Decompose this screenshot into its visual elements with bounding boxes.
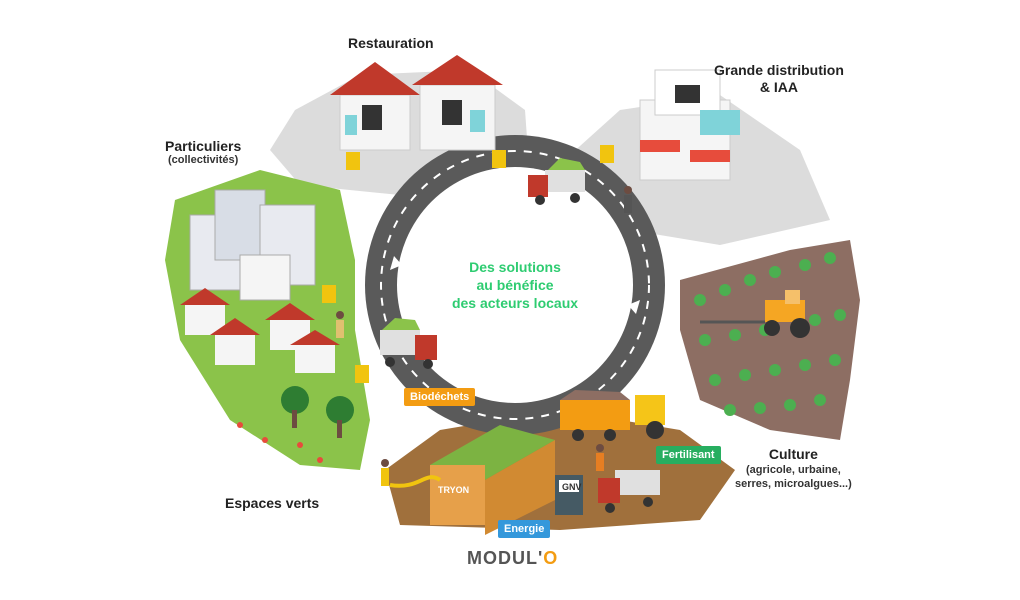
tractor-trailer-icon	[560, 390, 665, 441]
apartment-buildings-icon	[189, 189, 316, 301]
tag-energie: Energie	[498, 520, 551, 538]
person-icon	[381, 459, 389, 467]
supermarket-building-icon	[639, 69, 740, 181]
gnv-sign: GNV	[562, 482, 582, 492]
arrow-left-icon	[390, 256, 402, 270]
person-icon	[336, 311, 344, 319]
tryon-sign: TRYON	[438, 485, 469, 495]
label-culture-sub2: serres, microalgues...)	[735, 478, 852, 490]
center-line-3: des acteurs locaux	[451, 295, 579, 311]
center-line-2: au bénéfice	[476, 277, 554, 293]
garden-trees-icon	[237, 386, 354, 463]
label-particuliers: Particuliers (collectivités)	[165, 138, 241, 166]
label-particuliers-title: Particuliers	[165, 138, 242, 154]
truck-top-icon	[528, 158, 585, 205]
tryon-container-icon	[430, 425, 555, 535]
label-restauration: Restauration	[348, 35, 434, 51]
center-message: Des solutions au bénéfice des acteurs lo…	[440, 258, 590, 312]
arrow-right-icon	[628, 300, 640, 314]
gnv-pump-icon	[555, 475, 583, 515]
modulo-logo: MODUL'O	[467, 548, 558, 569]
truck-left-icon	[380, 318, 437, 369]
person-body	[336, 320, 344, 338]
label-grande-distribution: Grande distribution & IAA	[714, 62, 844, 96]
logo-prefix: MODUL'	[467, 548, 544, 568]
recycle-bin-icon	[322, 285, 336, 303]
truck-bottom-icon	[598, 470, 660, 513]
crops	[694, 252, 846, 416]
label-particuliers-sub: (collectivités)	[167, 154, 239, 166]
recycle-bin-icon	[346, 152, 360, 170]
person-body	[596, 453, 604, 471]
person-body	[381, 468, 389, 486]
recycle-bin-icon	[600, 145, 614, 163]
label-culture-sub1: (agricole, urbaine,	[746, 464, 841, 476]
logo-suffix: O	[543, 548, 559, 568]
label-espaces-verts: Espaces verts	[225, 495, 320, 511]
person-icon	[624, 186, 632, 194]
label-grande-distribution-line2: & IAA	[759, 79, 798, 95]
person-body	[624, 195, 632, 213]
label-culture: Culture (agricole, urbaine, serres, micr…	[735, 445, 852, 491]
tag-biodechets: Biodéchets	[404, 388, 476, 406]
recycle-bin-icon	[492, 150, 506, 168]
houses-icon	[180, 288, 340, 373]
person-icon	[596, 444, 604, 452]
restaurant-building-icon	[330, 55, 503, 151]
water-pipe	[389, 475, 442, 488]
center-line-1: Des solutions	[469, 259, 561, 275]
tractor-field-icon	[700, 290, 810, 338]
label-culture-title: Culture	[768, 446, 818, 462]
tag-fertilisant: Fertilisant	[656, 446, 721, 464]
label-grande-distribution-line1: Grande distribution	[714, 62, 844, 78]
recycle-bin-icon	[355, 365, 369, 383]
